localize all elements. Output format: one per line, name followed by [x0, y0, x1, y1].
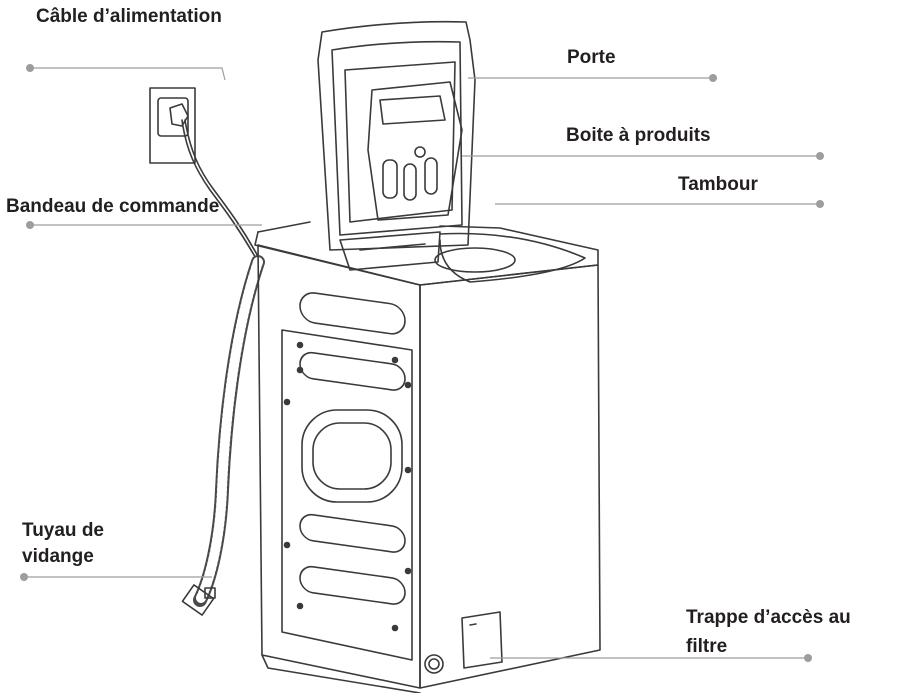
- door-lid: [317, 20, 476, 251]
- label-drum: Tambour: [678, 174, 758, 195]
- detergent-drawer: [367, 81, 463, 221]
- label-detergent-drawer: Boite à produits: [566, 125, 711, 146]
- leader-dot-trappe: [804, 654, 812, 662]
- label-filter-access: Trappe d’accès au filtre: [686, 603, 851, 661]
- power-cable-shadow: [184, 119, 262, 263]
- power-cable: [181, 119, 259, 263]
- leader-dot-porte: [709, 74, 717, 82]
- leader-dot-cable: [26, 64, 34, 72]
- lid-hinge: [339, 231, 441, 271]
- leader-dot-tambour: [816, 200, 824, 208]
- label-filter-access-line1: Trappe d’accès au: [686, 607, 851, 628]
- side-panel: [281, 292, 413, 661]
- label-drain-hose-line1: Tuyau de: [22, 520, 104, 541]
- label-drain-hose-line2: vidange: [22, 546, 94, 567]
- label-drain-hose: Tuyau de vidange: [22, 518, 104, 570]
- label-filter-access-line2: filtre: [686, 636, 728, 657]
- machine-body: [254, 221, 601, 693]
- label-power-cable: Câble d’alimentation: [36, 6, 222, 27]
- wall-outlet: [149, 87, 196, 164]
- filter-access-door: [424, 611, 503, 674]
- label-door: Porte: [567, 47, 616, 68]
- leader-dot-bandeau: [26, 221, 34, 229]
- leader-dot-boite: [816, 152, 824, 160]
- drain-hose: [181, 255, 265, 616]
- leader-dot-tuyau: [20, 573, 28, 581]
- label-control-panel: Bandeau de commande: [6, 196, 220, 217]
- leader-cable: [30, 67, 226, 81]
